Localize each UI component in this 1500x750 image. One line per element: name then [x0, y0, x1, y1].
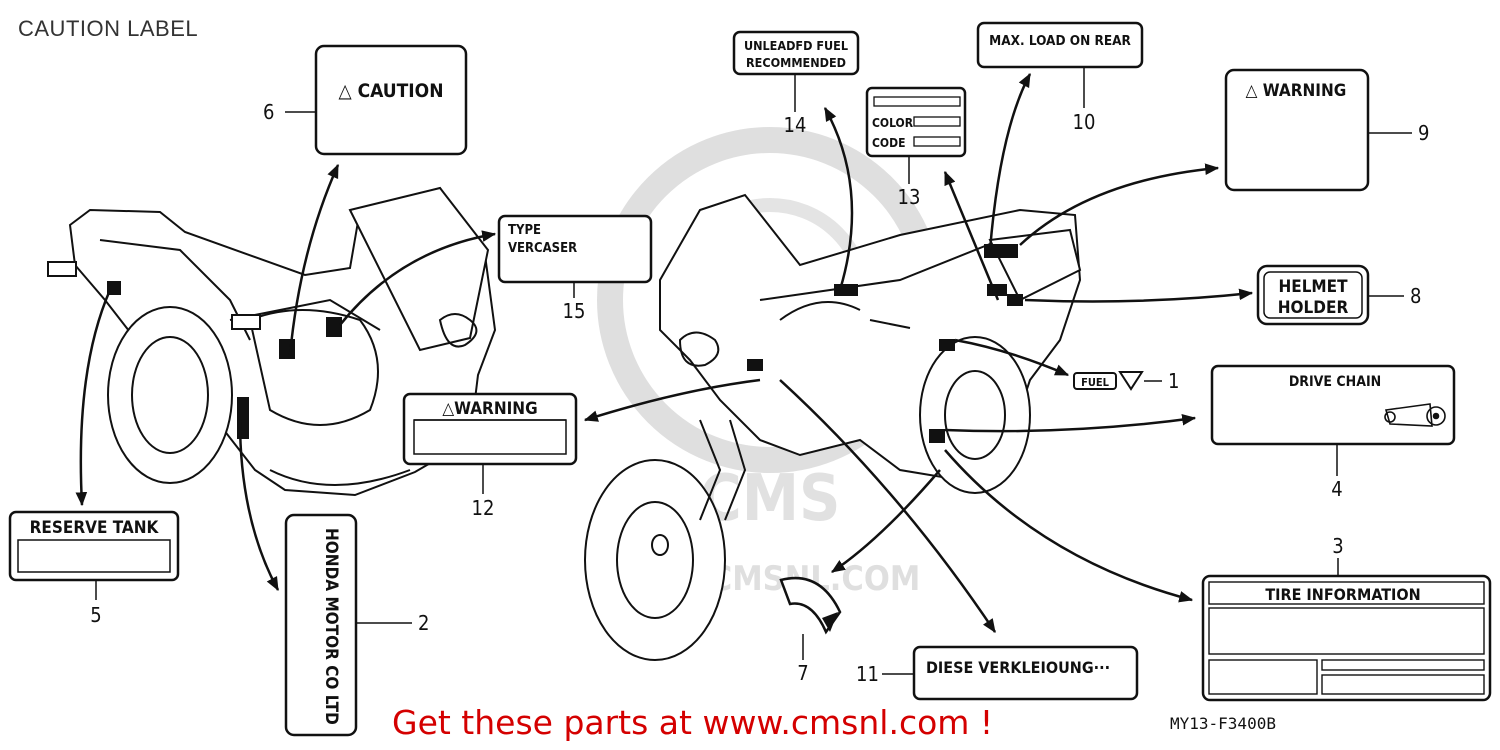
part-10-max-load-label[interactable]: MAX. LOAD ON REAR: [976, 21, 1144, 69]
part-1-fuel-label[interactable]: FUEL: [1073, 371, 1144, 391]
part-4-drive-chain-label[interactable]: DRIVE CHAIN: [1210, 364, 1456, 446]
part-2-label-text: HONDA MOTOR CO LTD: [321, 528, 341, 725]
arrow-13: [943, 170, 1000, 301]
part-9-label-text: △ WARNING: [1246, 81, 1347, 101]
part-number-11: 11: [856, 662, 879, 686]
part-6-label-text: △ CAUTION: [338, 80, 443, 102]
part-13-label-line-1: COLOR: [872, 116, 914, 130]
chain-adjuster-icon: [1384, 403, 1446, 427]
part-14-label-line-1: UNLEADFD FUEL: [744, 38, 848, 53]
part-number-4: 4: [1331, 477, 1342, 501]
arrow-8: [1024, 288, 1254, 303]
fuel-triangle-icon: [1118, 371, 1144, 391]
part-1-label-text: FUEL: [1081, 376, 1110, 389]
part-number-14: 14: [784, 113, 807, 137]
part-9-warning-label[interactable]: △ WARNING: [1224, 68, 1370, 192]
arrow-5: [75, 289, 112, 507]
arrow-11: [779, 379, 997, 633]
page-title: CAUTION LABEL: [18, 16, 199, 41]
arrow-3: [944, 449, 1194, 603]
part-4-label-text: DRIVE CHAIN: [1289, 374, 1381, 390]
arrow-4: [944, 413, 1197, 433]
arrow-1: [954, 338, 1070, 377]
part-12-label-text: △WARNING: [442, 399, 537, 419]
part-11-label-text: DIESE VERKLEIOUNG···: [926, 658, 1110, 677]
part-12-warning-label[interactable]: △WARNING: [402, 392, 578, 466]
part-number-10: 10: [1073, 110, 1096, 134]
part-11-cowling-label[interactable]: DIESE VERKLEIOUNG···: [912, 645, 1139, 701]
svg-text:CMS: CMS: [699, 462, 840, 536]
part-15-label-line-1: TYPE: [508, 223, 541, 238]
arrow-14: [823, 106, 854, 291]
part-5-reserve-tank-label[interactable]: RESERVE TANK: [8, 510, 180, 582]
arrow-10: [988, 72, 1032, 251]
part-7-curved-strip-label[interactable]: [779, 576, 842, 635]
footer-cmsnl-link[interactable]: Get these parts at www.cmsnl.com !: [392, 703, 994, 742]
part-14-label-line-2: RECOMMENDED: [746, 55, 846, 70]
part-number-6: 6: [263, 100, 274, 124]
part-2-manufacturer-label[interactable]: HONDA MOTOR CO LTD: [284, 513, 358, 737]
part-number-15: 15: [563, 299, 586, 323]
part-15-label-line-2: VERCASER: [508, 241, 577, 256]
part-number-13: 13: [898, 185, 921, 209]
part-number-12: 12: [472, 496, 495, 520]
part-number-2: 2: [418, 611, 429, 635]
arrow-12: [583, 378, 761, 422]
part-number-7: 7: [797, 661, 808, 685]
part-number-8: 8: [1410, 284, 1421, 308]
part-8-label-line-1: HELMET: [1278, 277, 1348, 297]
arrow-2: [238, 419, 280, 592]
part-10-label-text: MAX. LOAD ON REAR: [989, 33, 1131, 49]
part-3-label-text: TIRE INFORMATION: [1265, 585, 1420, 604]
arrow-9: [1019, 163, 1220, 246]
part-number-5: 5: [90, 603, 101, 627]
part-15-type-label[interactable]: TYPE VERCASER: [497, 214, 653, 284]
part-13-label-line-2: CODE: [872, 136, 905, 150]
part-number-9: 9: [1418, 121, 1429, 145]
part-5-label-text: RESERVE TANK: [30, 518, 160, 538]
motorcycle-right-illustration: [584, 193, 1082, 661]
part-13-color-code-label[interactable]: COLOR CODE: [865, 86, 967, 158]
arrow-15: [339, 230, 497, 326]
arrow-6: [288, 163, 340, 356]
part-number-3: 3: [1332, 534, 1343, 558]
part-8-helmet-holder-label[interactable]: HELMET HOLDER: [1256, 264, 1370, 326]
part-3-tire-information-label[interactable]: TIRE INFORMATION: [1201, 574, 1492, 702]
part-number-1: 1: [1168, 369, 1179, 393]
part-8-label-line-2: HOLDER: [1278, 298, 1349, 318]
diagram-reference-code: MY13-F3400B: [1170, 714, 1276, 733]
part-14-unleaded-fuel-label[interactable]: UNLEADFD FUEL RECOMMENDED: [732, 30, 860, 76]
arrow-7: [831, 469, 941, 574]
part-6-caution-label[interactable]: △ CAUTION: [314, 44, 468, 156]
